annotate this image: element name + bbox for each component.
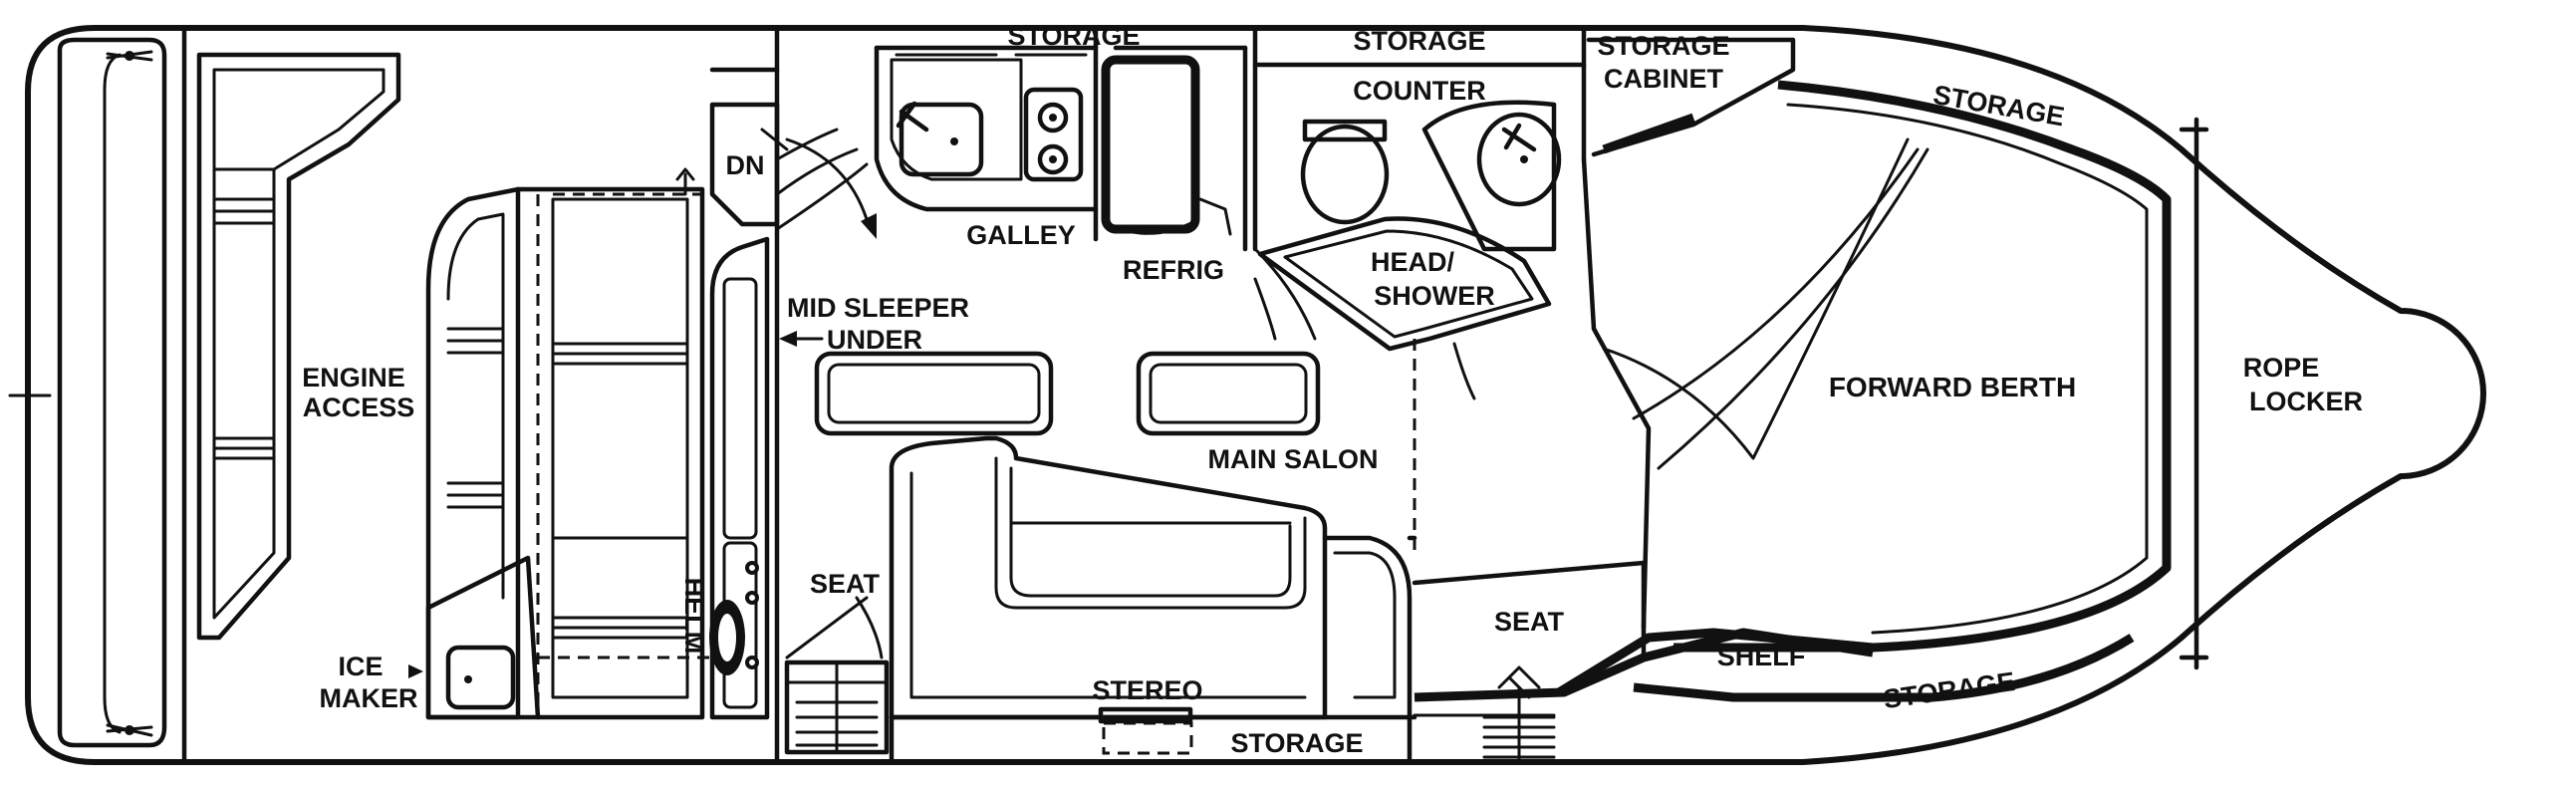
forward-berth <box>1602 80 2172 653</box>
label-storage-cabinet-1: STORAGE <box>1597 31 1729 61</box>
labels: STORAGE STORAGE STORAGE CABINET STORAGE … <box>302 21 2363 758</box>
label-stereo: STEREO <box>1092 675 1202 705</box>
ice-maker <box>425 555 541 720</box>
label-engine-1: ENGINE <box>302 363 405 393</box>
forward-cabin <box>1581 37 2209 670</box>
label-storage-galley: STORAGE <box>1007 21 1140 51</box>
dinette-settee <box>889 435 1417 720</box>
cockpit <box>181 27 780 765</box>
label-mid-sleeper-1: MID SLEEPER <box>787 293 969 323</box>
label-rope-1: ROPE <box>2243 353 2320 383</box>
label-counter: COUNTER <box>1353 76 1486 106</box>
label-storage-head: STORAGE <box>1353 26 1485 56</box>
label-main-salon: MAIN SALON <box>1208 444 1379 474</box>
label-head-1: HEAD/ <box>1371 247 1455 277</box>
hull-outline <box>8 25 2486 765</box>
label-ice-1: ICE <box>338 652 383 681</box>
steps-aft <box>784 659 890 755</box>
label-refrig: REFRIG <box>1123 255 1224 285</box>
helm-bench <box>425 167 717 720</box>
label-storage-forward-bottom: STORAGE <box>1882 666 2017 714</box>
starboard-window <box>1136 351 1321 436</box>
head <box>1252 27 1587 558</box>
seat-near-helm <box>785 596 884 659</box>
label-dn: DN <box>726 150 765 180</box>
label-helm: HELM <box>679 578 709 655</box>
label-forward-berth: FORWARD BERTH <box>1829 372 2076 402</box>
refrigerator <box>1101 55 1232 236</box>
label-engine-2: ACCESS <box>303 393 415 422</box>
shower-seat <box>1253 216 1552 400</box>
port-window <box>814 351 1054 436</box>
label-rope-2: LOCKER <box>2249 387 2363 416</box>
head-sink <box>1421 100 1562 252</box>
forward-seat <box>1412 560 2135 764</box>
label-shelf: SHELF <box>1717 642 1806 671</box>
label-galley: GALLEY <box>966 220 1076 250</box>
transom <box>57 37 167 748</box>
label-storage-cabinet-2: CABINET <box>1604 64 1724 94</box>
companionway <box>709 102 877 239</box>
main-salon <box>784 351 1417 765</box>
galley <box>874 27 1248 252</box>
label-head-2: SHOWER <box>1374 281 1495 311</box>
toilet <box>1300 119 1390 225</box>
label-storage-bottom: STORAGE <box>1230 728 1363 758</box>
label-seat-forward: SEAT <box>1494 607 1565 637</box>
label-seat-helm: SEAT <box>810 569 881 599</box>
galley-sink <box>896 101 984 177</box>
label-ice-2: MAKER <box>320 683 418 713</box>
engine-access-hatch <box>196 52 401 641</box>
galley-stove <box>1023 87 1084 182</box>
helm-console <box>709 236 770 720</box>
label-mid-sleeper-2: UNDER <box>827 325 922 355</box>
